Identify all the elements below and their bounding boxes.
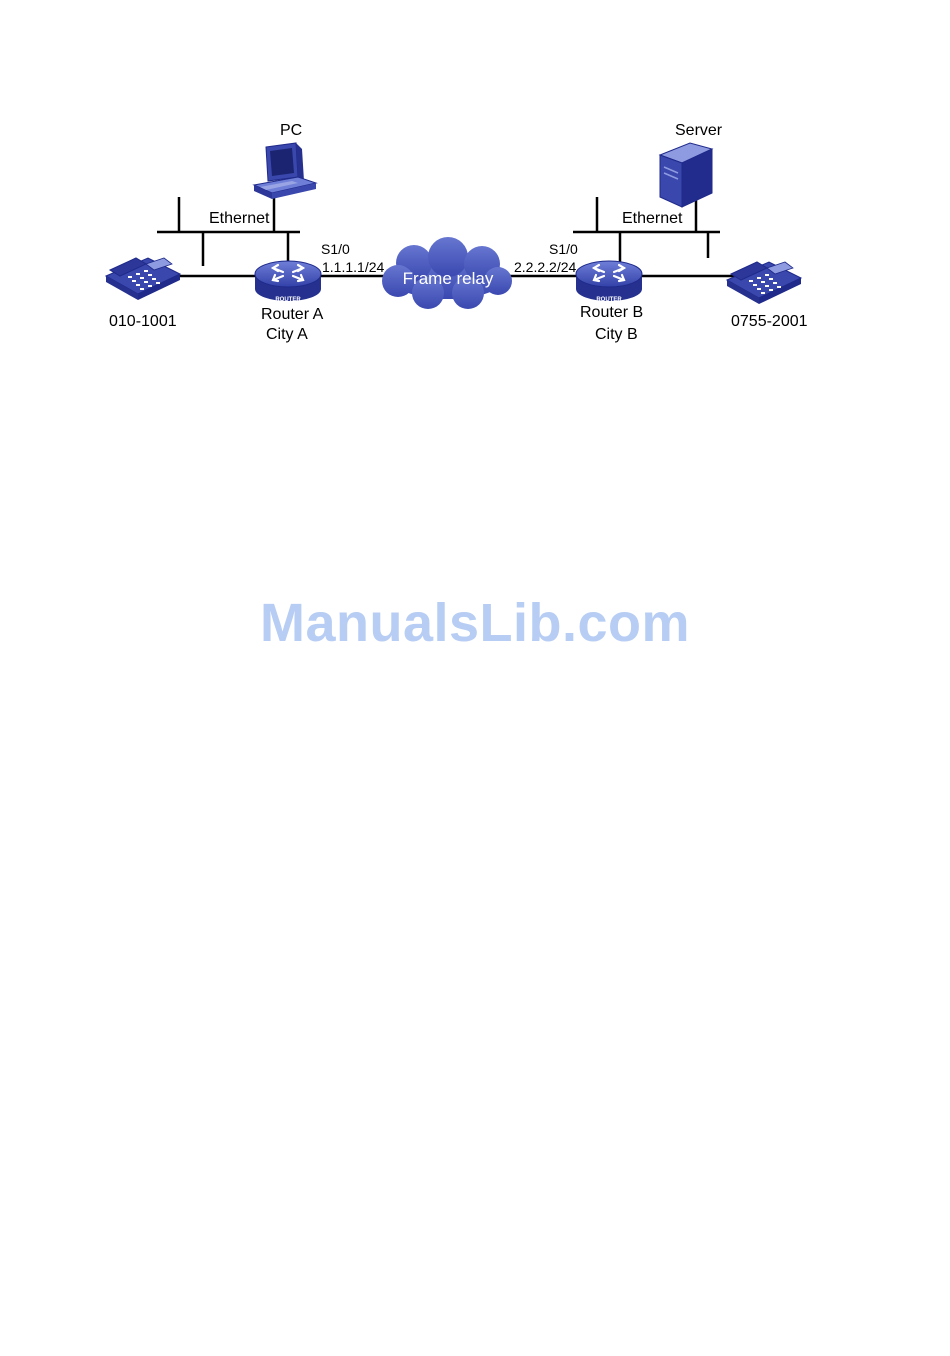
phone-b-icon	[727, 262, 801, 304]
interface-b-label: S1/0	[549, 241, 578, 257]
frame-relay-cloud: Frame relay	[382, 237, 512, 309]
server-icon	[660, 143, 712, 207]
city-a-label: City A	[266, 326, 308, 343]
watermark: ManualsLib.com	[0, 592, 950, 654]
ip-a-label: 1.1.1.1/24	[322, 259, 384, 275]
router-b-badge: ROUTER	[596, 297, 622, 303]
phone-a-icon	[106, 258, 180, 300]
cloud-label: Frame relay	[403, 269, 494, 288]
interface-a-label: S1/0	[321, 241, 350, 257]
router-a-label: Router A	[261, 306, 324, 323]
ethernet-a-label: Ethernet	[209, 210, 270, 227]
server-label: Server	[675, 122, 723, 139]
router-b-label: Router B	[580, 304, 643, 321]
router-a-icon: ROUTER	[255, 261, 321, 303]
router-a-badge: ROUTER	[275, 297, 301, 303]
phone-b-label: 0755-2001	[731, 313, 808, 330]
ip-b-label: 2.2.2.2/24	[514, 259, 576, 275]
phone-a-label: 010-1001	[109, 313, 177, 330]
ethernet-b-label: Ethernet	[622, 210, 683, 227]
pc-label: PC	[280, 122, 302, 139]
pc-icon	[254, 143, 316, 199]
router-b-icon: ROUTER	[576, 261, 642, 303]
network-diagram: ROUTER ROUTER Frame relay	[0, 0, 950, 400]
city-b-label: City B	[595, 326, 638, 343]
